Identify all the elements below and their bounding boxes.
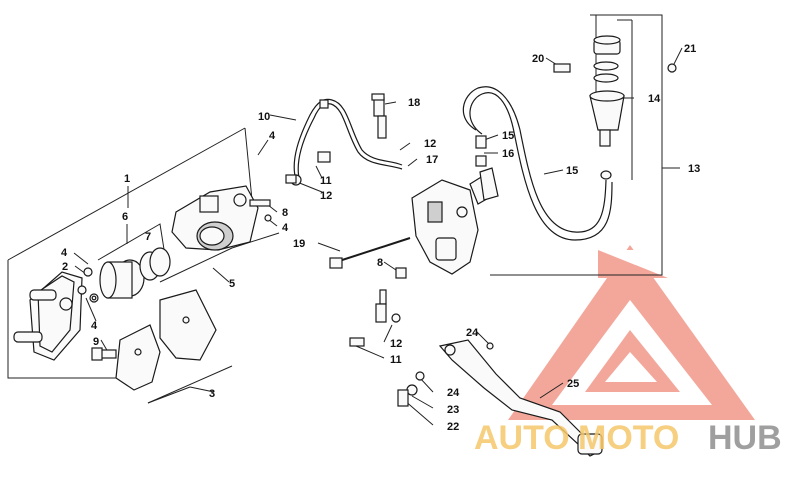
brake-pads-3 (115, 289, 217, 391)
watermark-logo (508, 245, 755, 420)
callout-4: 4 (282, 222, 289, 234)
callout-24: 24 (466, 327, 479, 339)
callout-12: 12 (390, 338, 402, 350)
callout-labels: 1 2 3 4 4 4 4 5 6 7 8 8 9 10 11 11 12 12… (61, 43, 700, 433)
callout-6: 6 (122, 211, 128, 223)
caliper-5 (171, 185, 259, 251)
piston-6 (99, 259, 145, 299)
callout-2: 2 (62, 261, 68, 273)
banjo-bolts-11 (285, 151, 331, 184)
fitting-12-lower (349, 289, 401, 347)
watermark-text-moto: MOTO (578, 419, 679, 457)
callout-1: 1 (124, 173, 130, 185)
callout-16: 16 (502, 148, 514, 160)
callout-7: 7 (145, 231, 151, 243)
reservoir-14 (553, 35, 677, 180)
bolt-19 (329, 237, 411, 269)
watermark-wordmark: AUTO MOTO HUB (474, 419, 782, 457)
callout-3: 3 (209, 388, 215, 400)
callout-4: 4 (61, 247, 68, 259)
leader-lines (73, 47, 683, 426)
callout-23: 23 (447, 404, 459, 416)
callout-11: 11 (320, 175, 332, 187)
brake-pedal-25 (438, 339, 603, 457)
caliper-bracket (13, 271, 83, 361)
callout-12: 12 (320, 190, 332, 202)
callout-13: 13 (688, 163, 700, 175)
seals-7 (139, 247, 171, 281)
callout-15: 15 (502, 130, 514, 142)
washers-left (77, 267, 99, 303)
callout-5: 5 (229, 278, 235, 290)
bolt-9 (91, 347, 117, 361)
callout-12: 12 (424, 138, 436, 150)
callout-21: 21 (684, 43, 696, 55)
callout-17: 17 (426, 154, 438, 166)
callout-14: 14 (648, 93, 661, 105)
pivot-hardware (397, 371, 425, 407)
callout-11: 11 (390, 354, 402, 366)
callout-25: 25 (567, 378, 579, 390)
callout-20: 20 (532, 53, 544, 65)
watermark-text-auto: AUTO (474, 419, 570, 457)
callout-15: 15 (566, 165, 578, 177)
callout-4: 4 (91, 320, 98, 332)
bleeder-8 (249, 199, 272, 222)
callout-18: 18 (408, 97, 420, 109)
callout-22: 22 (447, 421, 459, 433)
switch-18 (371, 93, 387, 139)
callout-24: 24 (447, 387, 460, 399)
watermark-text-hub: HUB (708, 419, 782, 457)
group-brackets (7, 14, 680, 404)
nut-8 (395, 267, 407, 279)
callout-19: 19 (293, 238, 305, 250)
callout-8: 8 (377, 257, 383, 269)
callout-10: 10 (258, 111, 270, 123)
callout-9: 9 (93, 336, 99, 348)
brake-hose-10 (290, 98, 403, 186)
reservoir-hose-15 (462, 86, 613, 241)
callout-4: 4 (269, 130, 276, 142)
callout-8: 8 (282, 207, 288, 219)
master-cylinder-17 (411, 173, 493, 275)
